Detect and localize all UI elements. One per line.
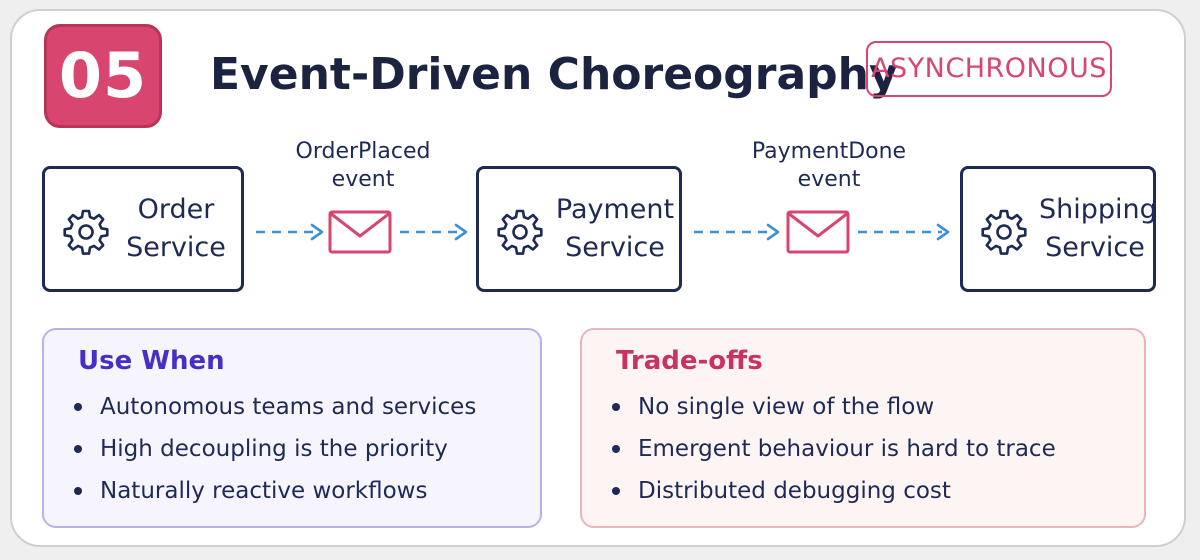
list-item-text: Naturally reactive workflows	[100, 478, 428, 504]
bullet-icon	[74, 403, 82, 411]
service-name-line: Service	[126, 232, 226, 263]
orderplaced-event-label: OrderPlaced event	[268, 138, 458, 194]
paymentdone-event-label: PaymentDone event	[734, 138, 924, 194]
bullet-icon	[74, 487, 82, 495]
event-label-line: event	[331, 167, 395, 192]
use-when-panel: Use When Autonomous teams and services H…	[42, 328, 542, 528]
dashed-arrow	[858, 223, 950, 241]
payment-service-box: Payment Service	[476, 166, 682, 292]
list-item: Distributed debugging cost	[608, 470, 1056, 512]
dashed-arrow	[694, 223, 780, 241]
order-service-box: Order Service	[42, 166, 244, 292]
dashed-arrow	[256, 223, 324, 241]
gear-icon	[497, 209, 543, 255]
bullet-icon	[74, 445, 82, 453]
list-item: Naturally reactive workflows	[70, 470, 476, 512]
bullet-icon	[612, 403, 620, 411]
trade-offs-list: No single view of the flow Emergent beha…	[608, 386, 1056, 512]
gear-icon	[63, 209, 109, 255]
asynchronous-tag: ASYNCHRONOUS	[866, 41, 1112, 97]
use-when-title: Use When	[78, 346, 225, 376]
list-item-text: Autonomous teams and services	[100, 394, 477, 420]
event-label-line: PaymentDone	[751, 139, 907, 164]
list-item-text: Distributed debugging cost	[638, 478, 951, 504]
gear-icon	[981, 209, 1027, 255]
list-item: High decoupling is the priority	[70, 428, 476, 470]
bullet-icon	[612, 445, 620, 453]
trade-offs-title: Trade-offs	[616, 346, 763, 376]
service-name-line: Order	[137, 194, 215, 225]
dashed-arrow	[400, 223, 468, 241]
envelope-icon	[328, 210, 392, 254]
event-label-line: OrderPlaced	[295, 139, 431, 164]
bullet-icon	[612, 487, 620, 495]
service-name-line: Service	[565, 232, 665, 263]
section-number-badge: 05	[44, 24, 162, 128]
list-item: No single view of the flow	[608, 386, 1056, 428]
trade-offs-panel: Trade-offs No single view of the flow Em…	[580, 328, 1146, 528]
list-item-text: Emergent behaviour is hard to trace	[638, 436, 1056, 462]
list-item-text: No single view of the flow	[638, 394, 935, 420]
use-when-list: Autonomous teams and services High decou…	[70, 386, 476, 512]
shipping-service-box: Shipping Service	[960, 166, 1157, 292]
list-item: Autonomous teams and services	[70, 386, 476, 428]
service-name-line: Service	[1045, 232, 1145, 263]
service-name-line: Shipping	[1039, 194, 1157, 225]
service-name-line: Payment	[555, 194, 675, 225]
page-title: Event-Driven Choreography	[210, 49, 898, 100]
list-item: Emergent behaviour is hard to trace	[608, 428, 1056, 470]
list-item-text: High decoupling is the priority	[100, 436, 448, 462]
event-label-line: event	[797, 167, 861, 192]
envelope-icon	[786, 210, 850, 254]
